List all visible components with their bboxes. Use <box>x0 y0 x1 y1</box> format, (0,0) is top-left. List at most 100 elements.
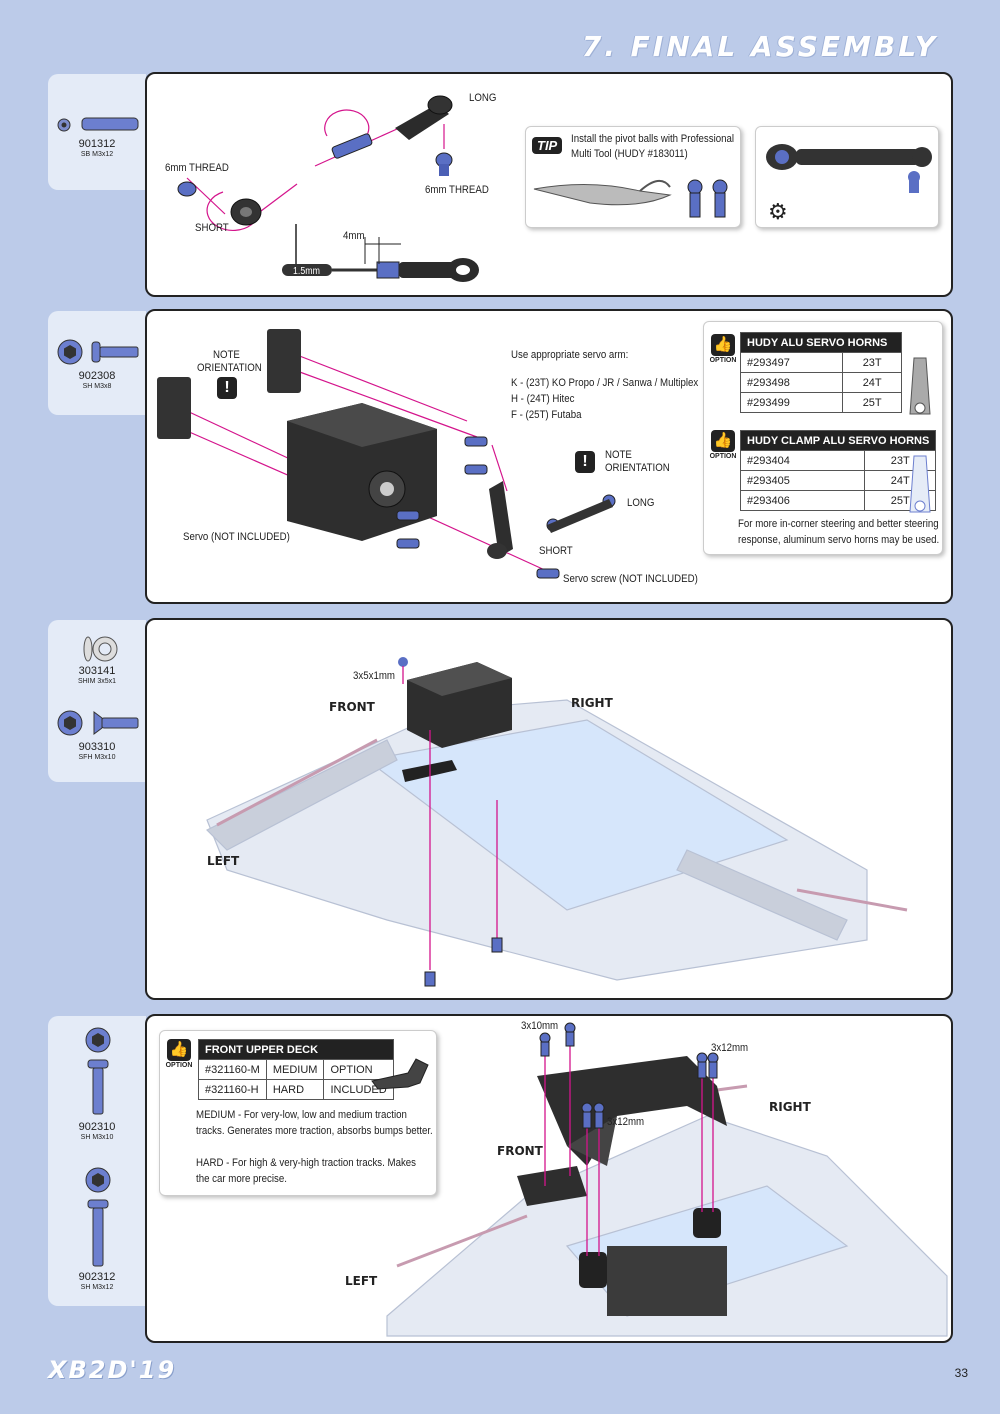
long-screw-icon <box>85 1027 111 1115</box>
part-desc: SH M3x10 <box>80 1134 114 1141</box>
shim-size-label: 3x5x1mm <box>353 670 395 682</box>
ball-end-assembly-diagram <box>177 95 479 282</box>
hard-desc-2: the car more precise. <box>196 1173 287 1185</box>
right-label: RIGHT <box>571 696 613 710</box>
servo-arm-line-f: F - (25T) Futaba <box>511 409 582 421</box>
servo-assembly-diagram <box>157 329 616 579</box>
gap-label: 4mm <box>343 230 365 242</box>
step2-parts-sidebar: 902308 SH M3x8 <box>48 311 146 415</box>
upper-deck-icon <box>371 1058 429 1090</box>
chassis-servo-mount-diagram <box>205 657 908 987</box>
tip-box: TIP Install the pivot balls with Profess… <box>525 126 741 228</box>
assembled-ball-end-box: ⚙ <box>755 126 939 228</box>
servo-screw-label: Servo screw (NOT INCLUDED) <box>563 573 698 585</box>
thumbs-up-icon: 👍 <box>711 334 735 356</box>
tip-text-2: Multi Tool (HUDY #183011) <box>571 148 688 160</box>
screw-3x12-label-right: 3x12mm <box>711 1042 749 1054</box>
screw-3x12-label-center: 3x12mm <box>607 1116 645 1128</box>
step3-panel: 3x5x1mm FRONT RIGHT LEFT <box>145 618 953 1000</box>
note-right-line1: NOTE <box>605 449 632 461</box>
socket-head-screw-icon <box>57 339 139 365</box>
thumbs-up-icon: 👍 <box>167 1039 191 1061</box>
assembled-ball-end-icon: ⚙ <box>766 144 932 225</box>
thread-left-label: 6mm THREAD <box>165 162 229 174</box>
clamp-horns-title: HUDY CLAMP ALU SERVO HORNS <box>739 430 937 451</box>
note-right-line2: ORIENTATION <box>605 462 670 474</box>
thread-right-label: 6mm THREAD <box>425 184 489 196</box>
step1-panel: LONG 6mm THREAD 6mm THREAD SHORT 4mm 1.5… <box>145 72 953 297</box>
servo-arm-title: Use appropriate servo arm: <box>511 349 629 361</box>
step2-panel: NOTE ORIENTATION ! Servo (NOT INCLUDED) … <box>145 309 953 604</box>
screw-3x10-label: 3x10mm <box>521 1020 559 1032</box>
medium-desc-1: MEDIUM - For very-low, low and medium tr… <box>196 1109 407 1121</box>
part-code: 901312 <box>78 138 116 150</box>
model-logo: XB2D'19 <box>48 1356 177 1384</box>
step1-parts-sidebar: 901312 SB M3x12 <box>48 74 146 190</box>
medium-desc-2: tracks. Generates more traction, absorbs… <box>196 1125 433 1137</box>
part-desc: SHIM 3x5x1 <box>77 678 117 685</box>
step4-panel: 3x10mm 3x12mm 3x12mm RIGHT FRONT LEFT 👍 … <box>145 1014 953 1343</box>
option-badge-label: OPTION <box>709 357 737 364</box>
part-desc: SFH M3x10 <box>78 754 116 761</box>
alu-horns-title: HUDY ALU SERVO HORNS <box>740 332 902 353</box>
right-label: RIGHT <box>769 1100 811 1114</box>
option-note-2: response, aluminum servo horns may be us… <box>738 534 940 546</box>
part-code: 902310 <box>78 1121 116 1133</box>
thumbs-up-icon: 👍 <box>711 430 735 452</box>
page-number: 33 <box>954 1366 968 1380</box>
multi-tool-icon <box>533 179 728 218</box>
flat-head-screw-icon <box>57 710 139 736</box>
front-label: FRONT <box>497 1144 543 1158</box>
deck-table-title: FRONT UPPER DECK <box>198 1039 394 1060</box>
part-desc: SB M3x12 <box>80 151 114 158</box>
note-right-warning-icon: ! <box>575 451 595 473</box>
long-label: LONG <box>627 497 655 509</box>
page-title: 7. FINAL ASSEMBLY <box>581 30 938 63</box>
note-left-warning-icon: ! <box>217 377 237 399</box>
alu-servo-horn-icon <box>909 357 931 415</box>
left-label: LEFT <box>345 1274 378 1288</box>
gear-check-icon: ⚙ <box>768 200 788 225</box>
option-badge-label: OPTION <box>165 1062 193 1069</box>
step3-parts-sidebar: 303141 SHIM 3x5x1 903310 SFH M3x10 <box>48 620 146 782</box>
ball-stud-icon <box>57 117 139 132</box>
note-left-line1: NOTE <box>213 349 240 361</box>
servo-label: Servo (NOT INCLUDED) <box>183 531 290 543</box>
short-label: SHORT <box>195 222 229 234</box>
option-note-1: For more in-corner steering and better s… <box>738 518 939 530</box>
servo-arm-line-k: K - (23T) KO Propo / JR / Sanwa / Multip… <box>511 377 699 389</box>
part-desc: SH M3x8 <box>82 383 112 390</box>
part-code: 902312 <box>78 1271 116 1283</box>
short-label: SHORT <box>539 545 573 557</box>
note-left-line2: ORIENTATION <box>197 362 262 374</box>
servo-arm-line-h: H - (24T) Hitec <box>511 393 575 405</box>
option-badge-label: OPTION <box>709 453 737 460</box>
part-code: 303141 <box>78 665 116 677</box>
shim-icon <box>83 636 118 662</box>
part-code: 902308 <box>78 370 116 382</box>
long-screw-icon <box>85 1167 111 1267</box>
hard-desc-1: HARD - For high & very-high traction tra… <box>196 1157 417 1169</box>
part-code: 903310 <box>78 741 116 753</box>
tip-badge: TIP <box>532 137 563 154</box>
tip-text-1: Install the pivot balls with Professiona… <box>571 133 735 145</box>
tool-label: 1.5mm <box>293 266 320 277</box>
long-label: LONG <box>469 92 497 104</box>
front-label: FRONT <box>329 700 375 714</box>
front-upper-deck-diagram <box>386 1022 948 1337</box>
part-desc: SH M3x12 <box>80 1284 114 1291</box>
step4-parts-sidebar: 902310 SH M3x10 902312 SH M3x12 <box>48 1016 146 1306</box>
left-label: LEFT <box>207 854 240 868</box>
clamp-servo-horn-icon <box>909 455 931 513</box>
